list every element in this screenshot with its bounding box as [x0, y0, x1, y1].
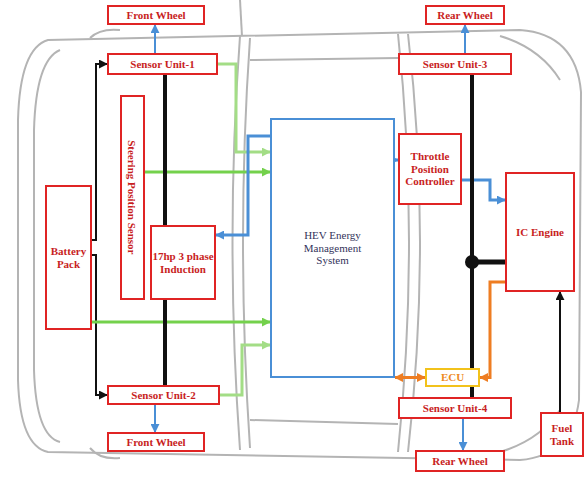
signal-arrow: [480, 282, 505, 378]
motor-box: 17hp 3 phase Induction: [150, 225, 216, 300]
box-label: HEV Energy Management System: [291, 229, 375, 267]
box-label: 17hp 3 phase Induction: [152, 250, 214, 275]
box-label: Rear Wheel: [437, 9, 493, 22]
signal-arrow: [92, 255, 107, 395]
box-label: Throttle Position Controller: [400, 150, 460, 188]
box-label: Sensor Unit-2: [131, 389, 195, 402]
wheel-box: Rear Wheel: [415, 450, 505, 472]
wheel-box: Rear Wheel: [425, 5, 505, 25]
sensor-box: Steering Position Sensor: [120, 95, 145, 300]
sensor-box: Sensor Unit-2: [107, 385, 220, 405]
box-label: Sensor Unit-3: [423, 58, 487, 71]
signal-arrow: [154, 405, 156, 432]
car-sketch: [18, 0, 581, 460]
sensor-box: Sensor Unit-1: [107, 53, 218, 75]
box-label: Fuel Tank: [542, 422, 582, 447]
signal-arrow: [92, 321, 270, 324]
battery-box: Battery Pack: [45, 185, 92, 330]
ecu-box: ECU: [425, 368, 480, 387]
wheel-box: Front Wheel: [107, 5, 205, 25]
box-label: IC Engine: [516, 226, 564, 239]
signal-arrow: [462, 180, 505, 200]
signal-arrow: [395, 376, 425, 379]
signal-arrow: [218, 64, 270, 152]
signal-arrow: [154, 25, 156, 53]
box-label: Front Wheel: [126, 436, 185, 449]
box-label: ECU: [441, 371, 464, 384]
engine-box: IC Engine: [505, 172, 575, 292]
tank-box: Fuel Tank: [540, 412, 584, 457]
box-label: Steering Position Sensor: [126, 140, 139, 254]
sensor-box: Sensor Unit-4: [398, 397, 512, 419]
box-label: Sensor Unit-4: [423, 402, 487, 415]
signal-arrow: [220, 345, 270, 395]
controller-box: HEV Energy Management System: [270, 118, 395, 378]
controller-box: Throttle Position Controller: [398, 133, 462, 205]
box-label: Battery Pack: [47, 245, 90, 270]
box-label: Front Wheel: [126, 9, 185, 22]
signal-arrow: [559, 292, 561, 412]
signal-arrow: [216, 136, 270, 235]
signal-arrow: [92, 64, 107, 240]
signal-arrow: [464, 25, 466, 53]
wheel-box: Front Wheel: [107, 432, 205, 452]
sensor-box: Sensor Unit-3: [398, 53, 512, 75]
box-label: Sensor Unit-1: [130, 58, 194, 71]
box-label: Rear Wheel: [432, 455, 488, 468]
signal-arrow: [462, 419, 464, 450]
axle-line: [470, 75, 474, 397]
